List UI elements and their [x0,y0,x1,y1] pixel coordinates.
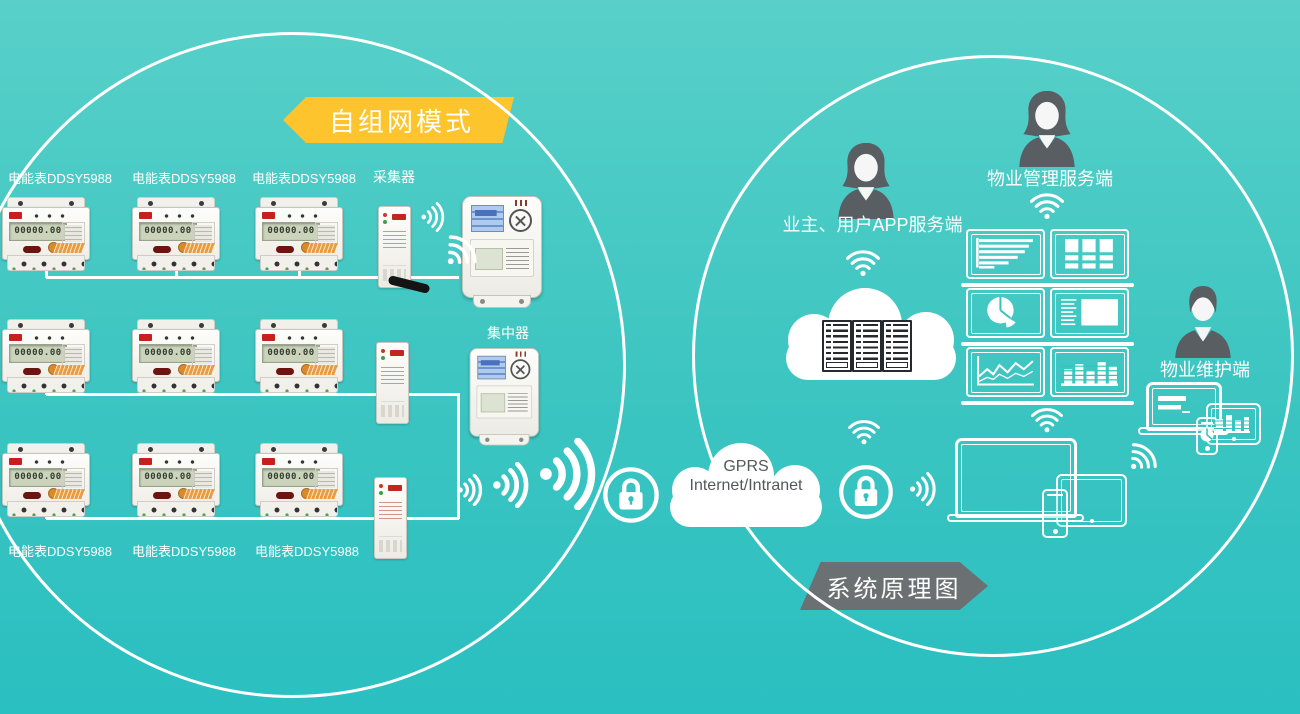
brand-logo [9,212,22,219]
lcd-display: 00000.00 [139,222,197,241]
property-mgmt-label: 物业管理服务端 [987,169,1113,189]
system-schematic-banner: 系统原理图 [800,562,988,610]
concentrator-lcd [471,205,504,232]
maint-monitor-icon [1206,403,1261,445]
lcd-side-panel [62,222,85,245]
wifi-icon [540,438,596,510]
concentrator-lcd [477,355,507,380]
owner-user-icon [838,143,894,219]
horizontal-bar-chart-icon [976,238,1033,269]
lcd-display: 00000.00 [262,344,320,363]
energy-meter: 00000.00 [255,443,343,517]
energy-meter: 00000.00 [2,197,90,271]
meter-label: 电能表DDSY5988 [255,544,360,559]
lcd-display: 00000.00 [9,344,67,363]
meter-button [23,246,41,253]
collector-label: 采集器 [373,169,415,185]
lock-icon [839,465,893,519]
meter-terminal-bottom [7,255,85,271]
monitor-report-document [1045,288,1134,346]
wifi-icon [846,250,880,277]
monitor-vertical-bar-chart [1045,347,1134,405]
trunk-line [457,393,460,519]
gprs-label: GPRS [723,458,769,475]
meter-label: 电能表DDSY5988 [252,171,357,186]
meter-face: 00000.00 [2,207,90,260]
wifi-icon [1031,408,1063,433]
nav-button [510,359,531,380]
energy-meter: 00000.00 [2,319,90,393]
laptop-icon [955,438,1077,518]
concentrator-label: 集中器 [487,325,529,341]
energy-meter: 00000.00 [132,197,220,271]
property-mgmt-icon [1019,91,1075,167]
lcd-display: 00000.00 [9,468,67,487]
pie-chart-icon [987,297,1016,328]
concentrator-device [466,348,543,446]
laptop-text-lines-icon [1158,396,1190,413]
server-rack-icon [882,320,912,372]
laptop-base [947,514,1084,522]
tablet-icon [1056,474,1127,527]
server-rack-icon [852,320,882,372]
energy-meter: 00000.00 [255,319,343,393]
self-network-banner-label: 自组网模式 [328,106,474,137]
meter-label: 电能表DDSY5988 [8,171,113,186]
wifi-icon [447,235,477,265]
server-cloud [786,288,956,380]
internet-intranet-label: Internet/Intranet [689,477,803,494]
lcd-display: 00000.00 [262,468,320,487]
line-chart-icon [977,356,1034,386]
maint-laptop-icon [1146,382,1222,431]
monitor-pie-chart [961,288,1050,346]
wifi-icon [457,474,483,506]
collector-device [376,342,409,424]
bus-line-row3 [46,517,459,520]
wifi-icon [1030,193,1064,220]
bus-line-row2 [46,393,459,396]
meter-label: 电能表DDSY5988 [132,544,237,559]
orange-ribbon [49,241,89,255]
wifi-icon [848,420,880,445]
lcd-display: 00000.00 [139,468,197,487]
energy-meter: 00000.00 [132,443,220,517]
monitor-block-grid [1045,229,1134,287]
lcd-display: 00000.00 [262,222,320,241]
meter-label: 电能表DDSY5988 [8,544,113,559]
system-schematic-banner-label: 系统原理图 [826,575,962,603]
owner-app-label: 业主、用户APP服务端 [782,215,963,235]
monitor-horizontal-bar-chart [961,229,1050,287]
gprs-cloud: GPRS Internet/Intranet [670,443,822,527]
wifi-icon [1130,443,1157,470]
mini-pie-icon [1200,428,1214,442]
lock-icon [603,467,659,523]
property-maint-icon [1175,286,1231,358]
vertical-bar-chart-icon [1061,362,1118,386]
energy-meter: 00000.00 [255,197,343,271]
meter-label: 电能表DDSY5988 [132,171,237,186]
collector-device [374,477,407,559]
wifi-icon [909,472,936,506]
concentrator-device [458,196,546,308]
monitor-line-chart [961,347,1050,405]
self-network-banner: 自组网模式 [283,97,514,143]
lcd-display: 00000.00 [9,222,67,241]
server-rack-icon [822,320,852,372]
property-maint-label: 物业维护端 [1160,360,1250,380]
wifi-icon [421,202,445,232]
mini-bar-chart-icon [1214,415,1250,433]
indicator-leds [30,213,72,219]
collector-device [378,206,411,288]
block-grid-icon [1065,239,1113,269]
report-document-icon [1061,299,1118,326]
nav-button [509,209,532,232]
energy-meter: 00000.00 [2,443,90,517]
bus-line-row1 [46,276,459,279]
wifi-icon [493,462,529,508]
energy-meter: 00000.00 [132,319,220,393]
lcd-display: 00000.00 [139,344,197,363]
phone-icon [1042,489,1068,538]
